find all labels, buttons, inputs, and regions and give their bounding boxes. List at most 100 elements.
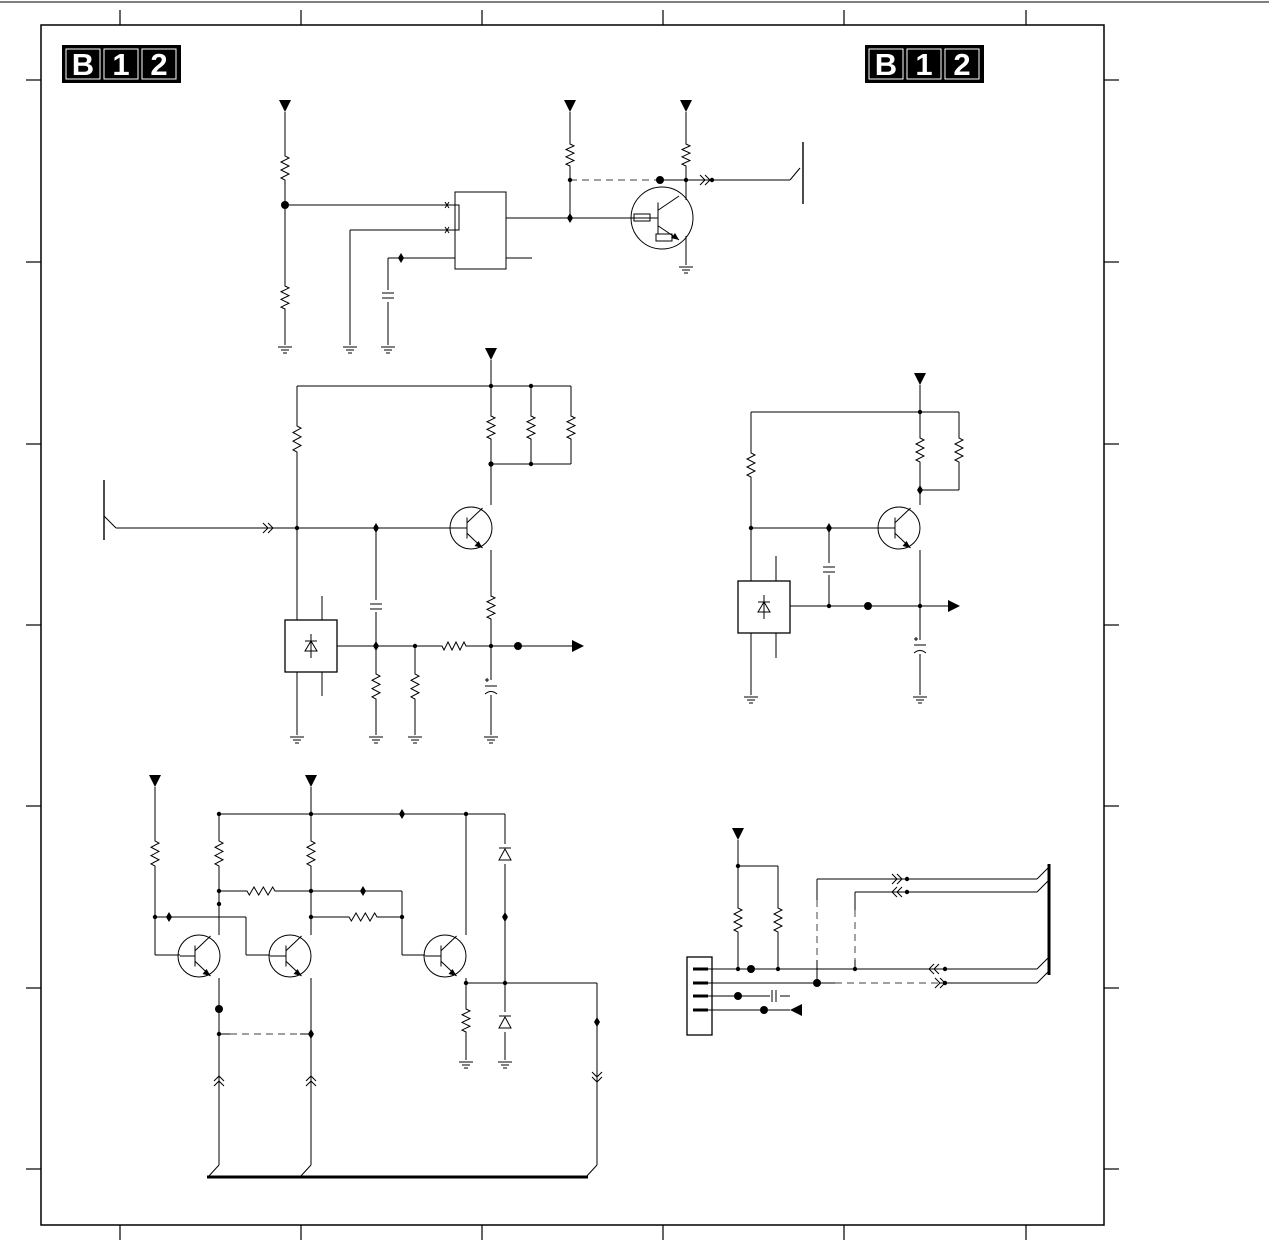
resistor-icon <box>293 420 301 458</box>
resistor-icon <box>774 902 782 938</box>
optocoupler-icon <box>738 581 790 633</box>
capacitor-icon <box>370 604 382 609</box>
resistor-icon <box>462 1003 470 1038</box>
ground-icon <box>484 737 498 743</box>
supply-arrow-icon <box>305 775 317 787</box>
resistor-icon <box>372 668 380 705</box>
junction-dot <box>736 967 740 971</box>
resistor-icon <box>955 432 963 468</box>
diode-icon <box>499 848 511 860</box>
supply-arrow-icon <box>732 828 744 840</box>
junction-dot <box>153 915 157 919</box>
capacitor-icon <box>823 567 835 572</box>
junction-dot <box>684 178 688 182</box>
badge-left-char-2: 1 <box>112 47 129 82</box>
junction-dot <box>918 410 922 414</box>
ground-icon <box>744 697 758 703</box>
junction-dot <box>760 1006 768 1014</box>
junction-dot <box>567 213 573 223</box>
junction-dot <box>529 384 533 388</box>
ground-icon <box>498 1062 512 1068</box>
ground-icon <box>290 737 304 743</box>
resistor-icon <box>734 902 742 938</box>
resistor-icon <box>438 642 470 650</box>
junction-dot <box>827 604 831 608</box>
junction-dot <box>373 523 379 533</box>
input-arrow-icon <box>790 1004 802 1016</box>
badge-left-char-1: B <box>72 47 94 82</box>
transistor-icon <box>424 935 466 977</box>
junction-dot <box>464 812 468 816</box>
junction-dot <box>309 915 313 919</box>
resistor-icon <box>307 835 315 872</box>
output-arrow-icon <box>572 640 584 652</box>
junction-dot <box>413 644 417 648</box>
junction-dot <box>308 1029 314 1039</box>
ground-icon <box>278 347 292 353</box>
junction-dot <box>309 812 313 816</box>
supply-arrow-icon <box>680 100 692 112</box>
resistor-icon <box>345 913 381 921</box>
badge-right: B 1 2 <box>865 45 984 83</box>
junction-dot <box>734 992 742 1000</box>
resistor-icon <box>215 835 223 872</box>
resistor-icon <box>281 150 289 186</box>
capacitor-icon <box>485 678 497 694</box>
junction-dot <box>529 462 533 466</box>
junction-dot <box>853 967 857 971</box>
resistor-icon <box>527 410 535 445</box>
resistor-icon <box>682 138 690 172</box>
junction-dot <box>309 889 313 893</box>
supply-arrow-icon <box>914 373 926 385</box>
resistor-icon <box>916 432 924 468</box>
ground-icon <box>459 1062 473 1068</box>
junction-dot <box>905 877 909 881</box>
junction-dot <box>295 526 299 530</box>
junction-dot <box>503 981 507 985</box>
resistor-icon <box>487 410 495 445</box>
capacitor-icon <box>382 293 394 298</box>
junction-dot <box>918 604 922 608</box>
junction-dot <box>514 642 522 650</box>
ground-icon <box>913 697 927 703</box>
junction-dot <box>400 915 404 919</box>
junction-dot <box>217 889 221 893</box>
junction-dot <box>568 178 572 182</box>
supply-arrow-icon <box>149 775 161 787</box>
junction-dot <box>826 523 832 533</box>
transistor-icon <box>178 935 220 977</box>
resistor-icon <box>151 835 159 872</box>
junction-dot <box>166 912 172 922</box>
resistor-icon <box>747 447 755 483</box>
badge-left: B 1 2 <box>62 45 181 83</box>
junction-dot <box>399 809 405 819</box>
transistor-icon <box>450 507 492 549</box>
supply-arrow-icon <box>564 100 576 112</box>
junction-dot <box>373 641 379 651</box>
junction-dot <box>464 981 468 985</box>
junction-dot <box>594 1017 600 1027</box>
ground-icon <box>381 347 395 353</box>
optocoupler-icon <box>285 620 337 672</box>
badge-right-char-1: B <box>875 47 897 82</box>
resistor-icon <box>567 410 575 445</box>
junction-dot <box>217 812 221 816</box>
badge-left-char-3: 2 <box>150 47 167 82</box>
ground-icon <box>343 347 357 353</box>
junction-dot <box>656 176 664 184</box>
transistor-icon <box>269 935 311 977</box>
junction-dot <box>217 902 221 906</box>
junction-dot <box>502 912 508 922</box>
junction-dot <box>398 253 404 263</box>
junction-dot <box>488 461 493 466</box>
junction-dot <box>281 201 289 209</box>
resistor-icon <box>243 887 279 895</box>
junction-dot <box>864 602 872 610</box>
resistor-icon <box>487 590 495 625</box>
junction-dot <box>489 384 493 388</box>
junction-dot <box>749 526 753 530</box>
junction-dot <box>489 644 493 648</box>
ground-icon <box>679 267 693 273</box>
junction-dot <box>747 965 755 973</box>
